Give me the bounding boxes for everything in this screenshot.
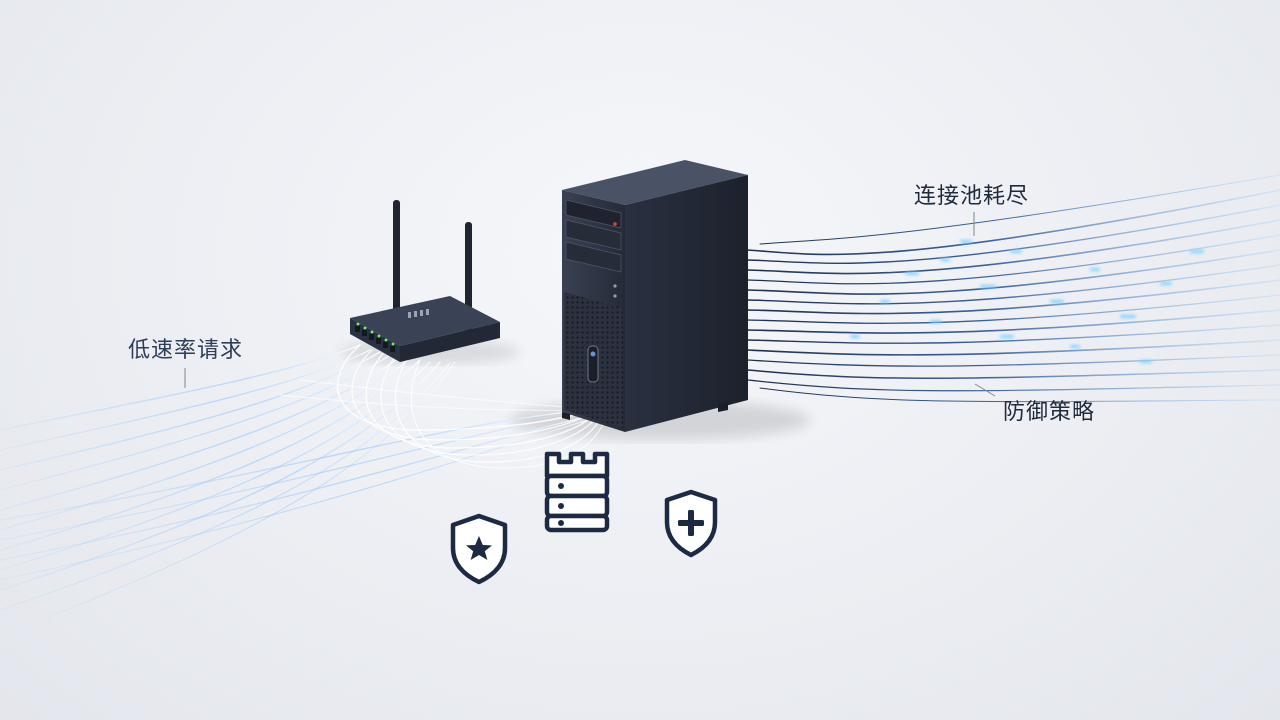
label-connection-pool-exhausted: 连接池耗尽 [914, 184, 1030, 209]
server-tower [562, 160, 748, 432]
database-tower-icon [544, 451, 610, 533]
router-antenna-left [393, 200, 400, 320]
usb-port-2 [613, 294, 617, 298]
usb-port-1 [613, 284, 617, 288]
connection-stream [747, 174, 1280, 403]
server-badge-light [590, 351, 596, 357]
label-low-rate-requests: 低速率请求 [128, 338, 244, 363]
data-particles [850, 240, 1204, 363]
router-ports [355, 326, 395, 352]
shield-star-icon [450, 513, 508, 585]
router-leds [356, 322, 395, 346]
drive-bay-2 [565, 219, 622, 251]
router-body-front [350, 318, 400, 362]
leader-line-right-bottom [974, 383, 996, 397]
router-body-side [400, 322, 500, 362]
server-top [562, 160, 748, 205]
server-side [625, 175, 748, 432]
router-to-server-cables [279, 344, 607, 469]
router [350, 200, 500, 362]
incoming-request-stream [0, 344, 606, 621]
router-body-top [350, 296, 500, 346]
drive-bay-3 [565, 241, 622, 273]
server-badge [587, 345, 599, 383]
drive-bay-1 [565, 199, 622, 229]
label-defense-strategy: 防御策略 [1003, 400, 1096, 425]
router-status-marks [408, 309, 429, 318]
power-led [613, 222, 617, 226]
shield-plus-icon [664, 489, 718, 558]
